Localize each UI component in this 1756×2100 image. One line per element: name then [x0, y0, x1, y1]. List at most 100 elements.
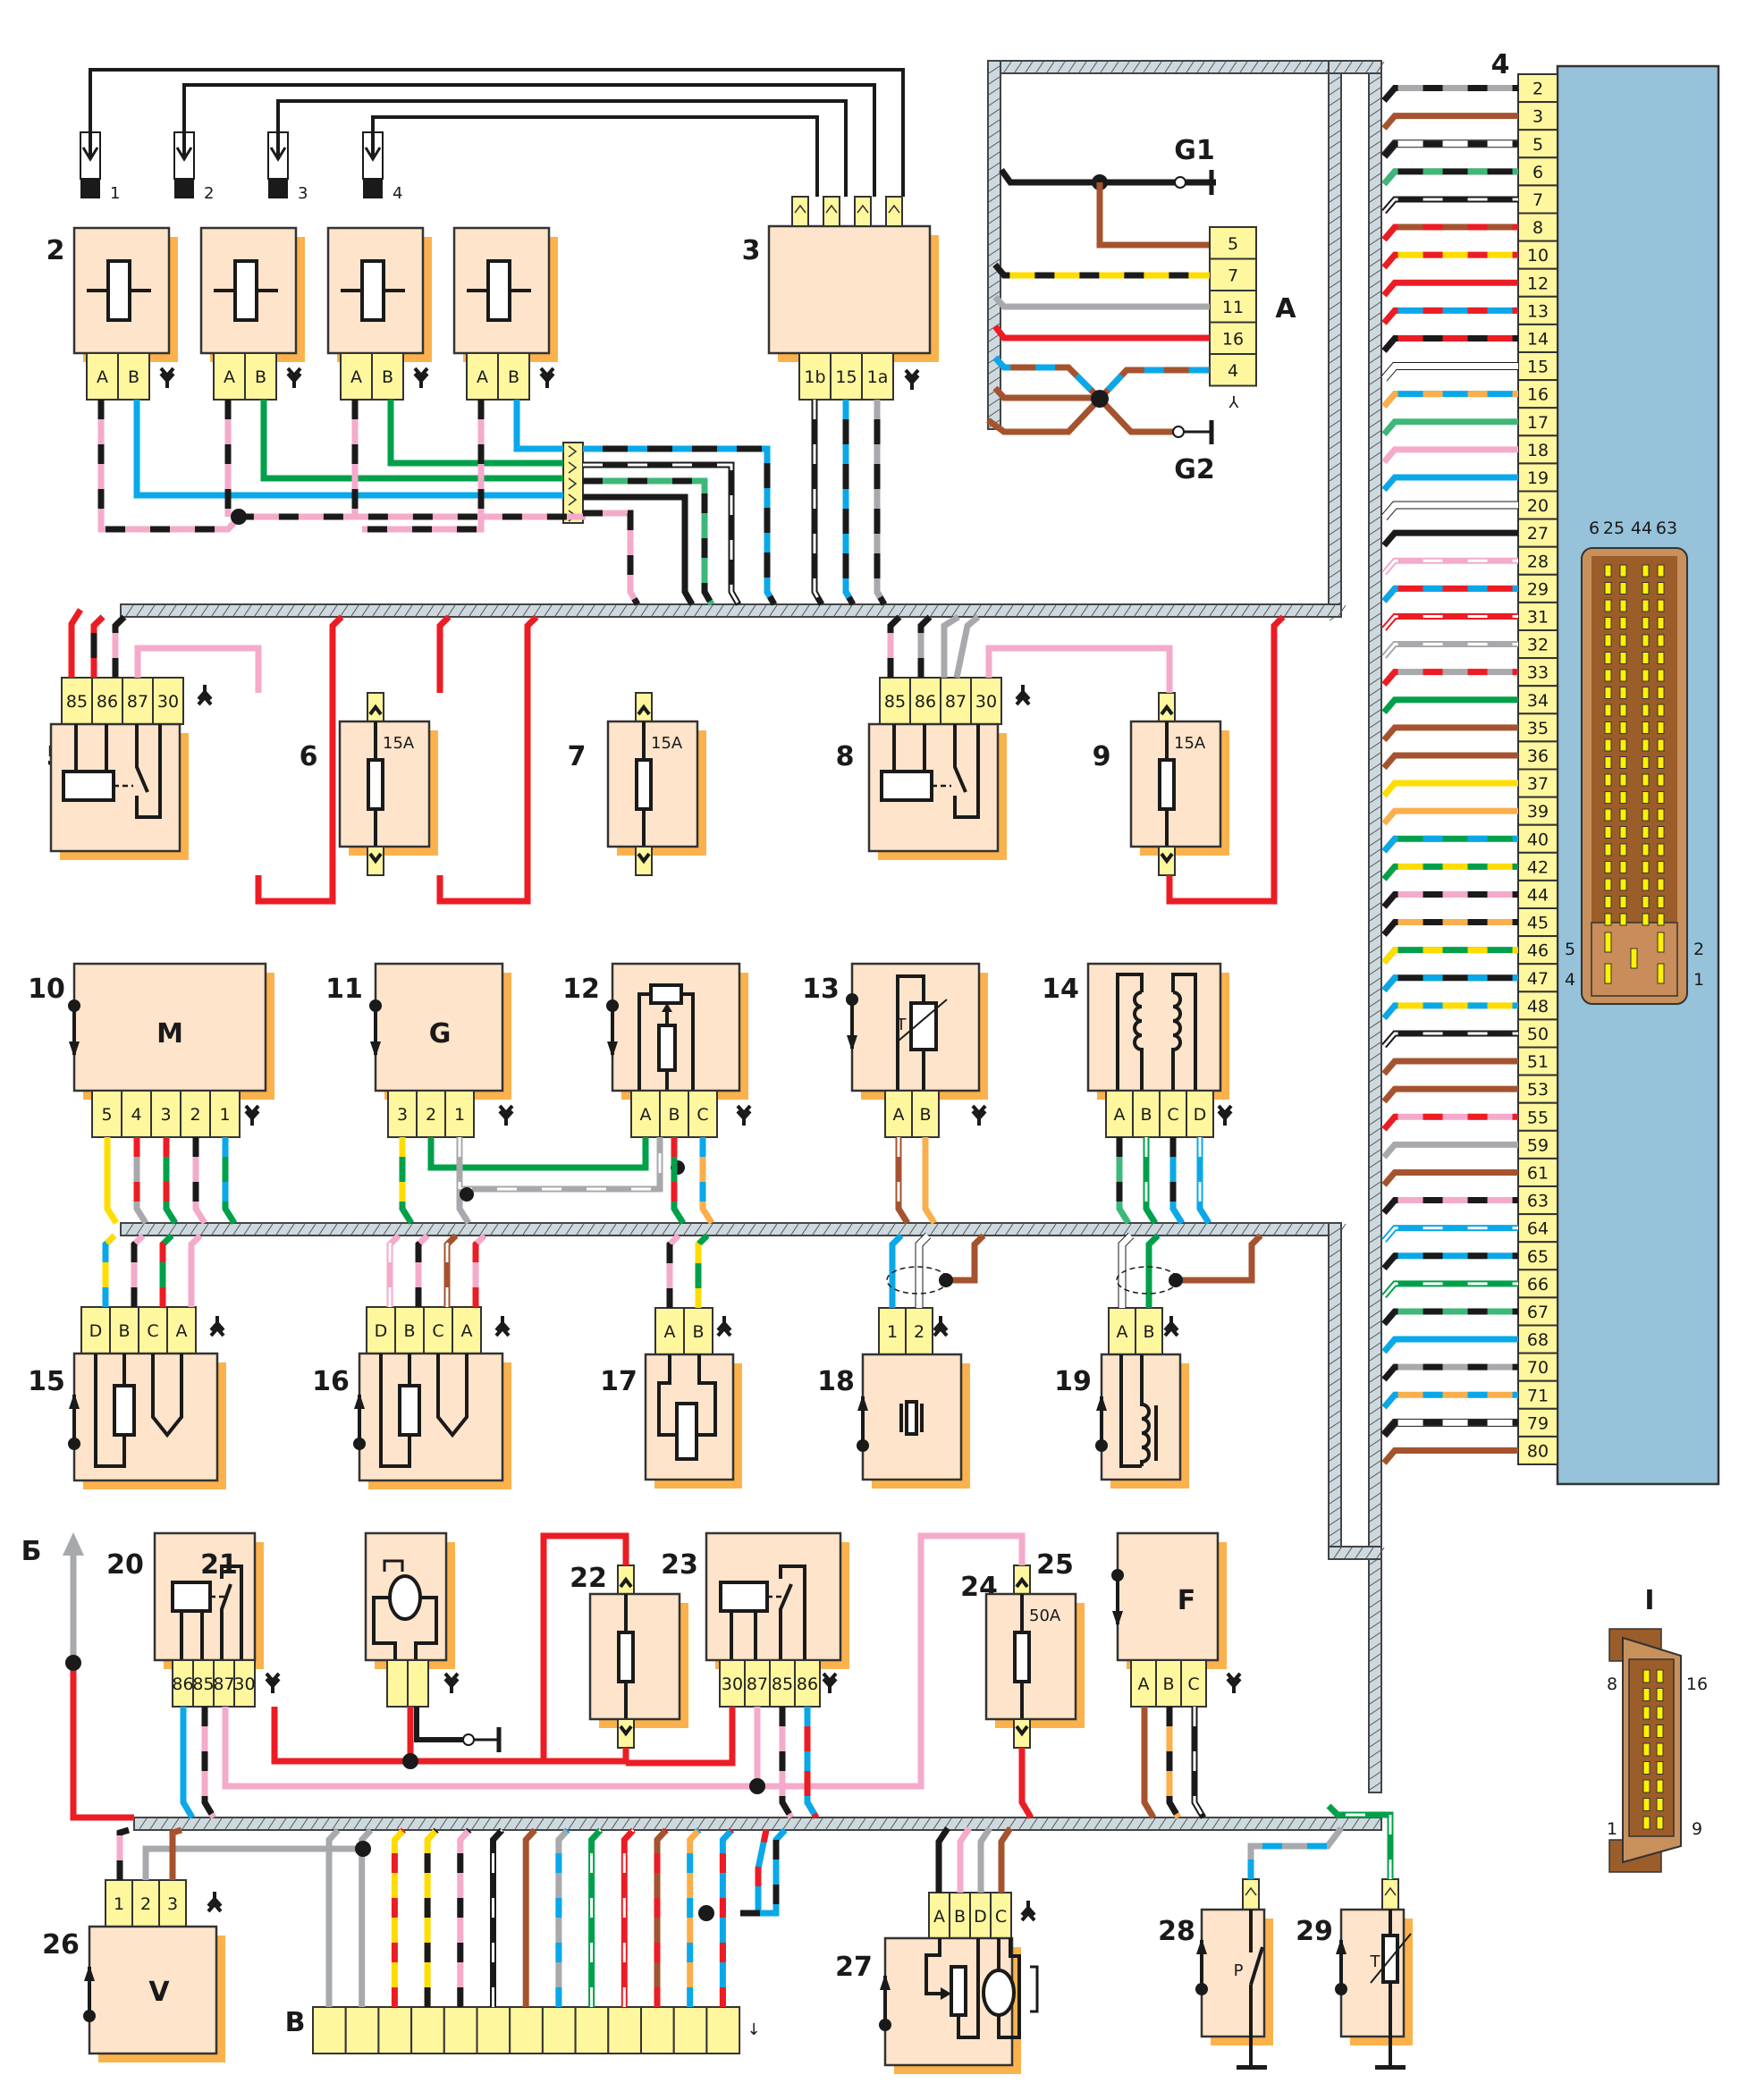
thermistor-symbol: T [1370, 1952, 1381, 1971]
connector-pin-label: C [1167, 1105, 1178, 1125]
harness-hatch [1164, 61, 1173, 73]
connector-a-pin-label: 11 [1222, 298, 1244, 317]
harness-wire [583, 461, 742, 606]
pump-wire [540, 1532, 629, 1761]
connector-pin-icon [1619, 599, 1627, 612]
harness-hatch [1329, 333, 1341, 342]
harness-hatch [1369, 87, 1381, 96]
connector-a-wire [992, 262, 1210, 279]
harness-hatch [1369, 1020, 1381, 1029]
connector-pin-icon [1642, 669, 1650, 682]
harness-hatch [200, 604, 209, 617]
harness-hatch [988, 205, 1000, 214]
harness-hatch [1369, 1750, 1381, 1758]
harness-hatch [168, 1223, 177, 1236]
connector-symbol-icon [933, 1316, 949, 1337]
harness-hatch [1166, 1223, 1175, 1236]
harness-hatch [1369, 1074, 1381, 1083]
ecu-pin-label: 29 [1527, 579, 1549, 599]
module-wire [116, 1826, 131, 1880]
ecu-wire [1381, 1446, 1518, 1465]
connector-pin-icon [1604, 652, 1612, 664]
output-arrow-icon [369, 999, 382, 1058]
harness-hatch [962, 604, 971, 617]
sensor-wire [915, 1232, 932, 1308]
relay-wire [180, 1707, 196, 1819]
harness-hatch [683, 604, 692, 617]
wire-base [992, 324, 1210, 342]
wire-base [1381, 1002, 1518, 1021]
connector-pin-icon [1657, 599, 1665, 612]
ecu-pin-label: 34 [1527, 691, 1549, 711]
harness-hatch [246, 1817, 255, 1830]
harness-hatch [1329, 162, 1341, 171]
pump-connector [386, 1659, 429, 1708]
harness-hatch [1369, 1514, 1381, 1522]
harness-hatch [1051, 1817, 1060, 1830]
switch-wire [1247, 1826, 1344, 1879]
harness-hatch [865, 1223, 874, 1236]
harness-hatch [1329, 1442, 1341, 1451]
connector-pin-label: C [432, 1321, 443, 1341]
harness-hatch [458, 1223, 467, 1236]
wire-stripe [719, 1827, 734, 2007]
connector-pin [109, 1306, 139, 1354]
sensor-wire [192, 1137, 207, 1225]
harness-hatch [1369, 387, 1381, 396]
input-arrow-icon [1335, 1938, 1347, 1995]
relay-switch-icon [220, 1583, 232, 1660]
harness-hatch [973, 604, 982, 617]
ecu-wire [1381, 279, 1518, 298]
connector-pin-label: 1a [867, 367, 889, 387]
connector-pin-label: B [508, 367, 519, 387]
harness-hatch [804, 1817, 813, 1830]
connector-symbol-icon [1020, 1901, 1036, 1922]
harness-hatch [554, 1223, 563, 1236]
connector-pin-icon [1642, 704, 1650, 717]
harness-hatch [1196, 61, 1205, 73]
harness-hatch [1369, 1149, 1381, 1158]
connector-pin-label: B [403, 1321, 415, 1341]
harness-hatch [1329, 1292, 1341, 1301]
connector-pin [152, 677, 184, 725]
ecu-pin [1517, 851, 1558, 881]
harness-hatch [1369, 913, 1381, 922]
ecu-pin-label: 46 [1527, 941, 1549, 961]
harness-hatch [1329, 1260, 1341, 1269]
harness-hatch [1059, 604, 1068, 617]
switch-symbol: P [1234, 1961, 1244, 1980]
harness-row-1 [120, 603, 1347, 618]
input-arrow-icon [353, 1393, 366, 1450]
connector-pin-icon [1604, 564, 1612, 578]
harness-hatch [1369, 451, 1381, 460]
connector-pin-label: A [893, 1105, 905, 1125]
harness-hatch [619, 604, 628, 617]
harness-hatch [1126, 1817, 1135, 1830]
wire-stripe [813, 400, 823, 605]
piezo-icon [905, 1400, 918, 1436]
sensor-probe-icon [151, 1354, 183, 1438]
connector-pin [371, 352, 404, 401]
wire-stripe [1381, 1002, 1518, 1021]
harness-hatch [1369, 988, 1381, 997]
harness-hatch [739, 1817, 748, 1830]
fuse-element-icon [1158, 758, 1176, 811]
ecu-pin-label: 44 [1527, 885, 1549, 905]
harness-hatch [1344, 61, 1353, 73]
connector-b-slot [377, 2006, 413, 2054]
connector-pin-icon [1642, 1688, 1650, 1701]
harness-hatch [1329, 1281, 1341, 1290]
wire-base [1381, 418, 1518, 437]
harness-hatch [855, 604, 864, 617]
lead [924, 1938, 941, 1995]
harness-hatch [1369, 1245, 1381, 1254]
chevron [637, 852, 651, 864]
connector-pin-label: C [696, 1105, 708, 1125]
harness-hatch [1369, 162, 1381, 171]
harness-hatch [1329, 451, 1341, 460]
harness-hatch [1329, 1238, 1341, 1247]
harness-hatch [1372, 1817, 1381, 1830]
